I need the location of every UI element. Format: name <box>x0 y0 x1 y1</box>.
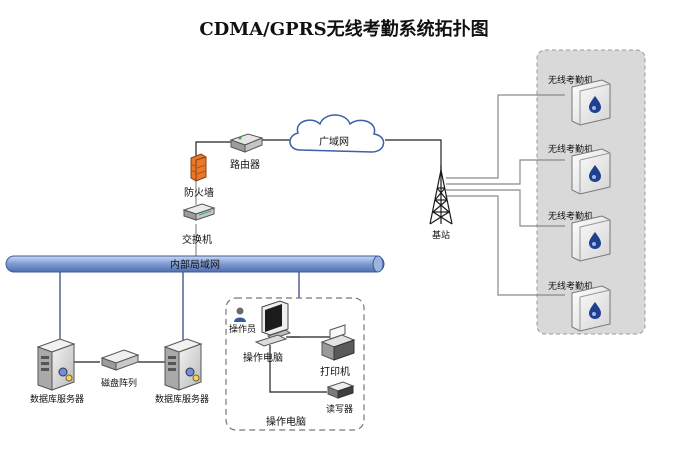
firewall-icon <box>190 153 207 182</box>
printer-label: 打印机 <box>320 365 350 378</box>
printer-icon <box>320 324 356 361</box>
terminal-panel <box>536 49 646 335</box>
printer: 打印机 <box>320 324 356 378</box>
terminal-label: 无线考勤机 <box>548 143 593 155</box>
diagram-title: CDMA/GPRS无线考勤系统拓扑图 <box>199 18 488 40</box>
disk-array-icon <box>100 349 140 371</box>
operator: 操作员 <box>229 307 256 335</box>
attendance-terminal-icon <box>571 215 611 262</box>
person-icon <box>234 307 246 322</box>
db-server-2: 数据库服务器 <box>155 338 209 405</box>
line-base-terminal-2 <box>446 159 565 185</box>
db-server-2-label: 数据库服务器 <box>155 393 209 405</box>
terminal-2: 无线考勤机 <box>548 143 611 195</box>
attendance-terminal-icon <box>571 79 611 126</box>
line-base-terminal-4 <box>446 195 565 296</box>
op-group-label: 操作电脑 <box>266 415 306 428</box>
antenna-tower-icon <box>429 165 453 225</box>
terminal-4: 无线考勤机 <box>548 280 611 332</box>
switch-icon <box>182 203 216 221</box>
card-reader-icon <box>326 381 355 399</box>
terminal-label: 无线考勤机 <box>548 210 593 222</box>
base-station-label: 基站 <box>432 229 450 241</box>
db-server-1: 数据库服务器 <box>30 338 84 405</box>
router-icon <box>229 133 264 153</box>
monitor-icon <box>254 300 292 347</box>
terminal-label: 无线考勤机 <box>548 74 593 86</box>
wan-label: 广域网 <box>319 135 349 148</box>
disk-array-label: 磁盘阵列 <box>101 377 137 389</box>
switch-label: 交换机 <box>182 233 212 246</box>
server-icon <box>36 338 76 391</box>
card-reader: 读写器 <box>326 381 355 415</box>
terminal-label: 无线考勤机 <box>548 280 593 292</box>
line-pc-reader <box>269 345 327 393</box>
line-base-terminal-1 <box>446 94 565 179</box>
server-icon <box>163 338 203 391</box>
line-wan-base <box>385 139 442 172</box>
disk-array: 磁盘阵列 <box>100 349 140 389</box>
line-base-terminal-3 <box>446 189 565 227</box>
attendance-terminal-icon <box>571 148 611 195</box>
cloud-icon: 广域网 <box>289 114 385 153</box>
db-server-1-label: 数据库服务器 <box>30 393 84 405</box>
lan-label: 内部局域网 <box>170 258 220 271</box>
reader-label: 读写器 <box>326 403 353 415</box>
operator-label: 操作员 <box>229 323 256 335</box>
connection-lines <box>59 94 565 393</box>
attendance-terminal-icon <box>571 285 611 332</box>
op-pc-label: 操作电脑 <box>243 351 283 364</box>
terminal-1: 无线考勤机 <box>548 74 611 126</box>
operator-group <box>225 297 365 431</box>
router-label: 路由器 <box>230 158 260 171</box>
terminal-3: 无线考勤机 <box>548 210 611 262</box>
line-firewall-router <box>195 141 238 160</box>
operator-pc: 操作电脑 <box>243 300 292 364</box>
firewall-label: 防火墙 <box>184 186 214 199</box>
lan-bus: 内部局域网 <box>5 255 385 273</box>
